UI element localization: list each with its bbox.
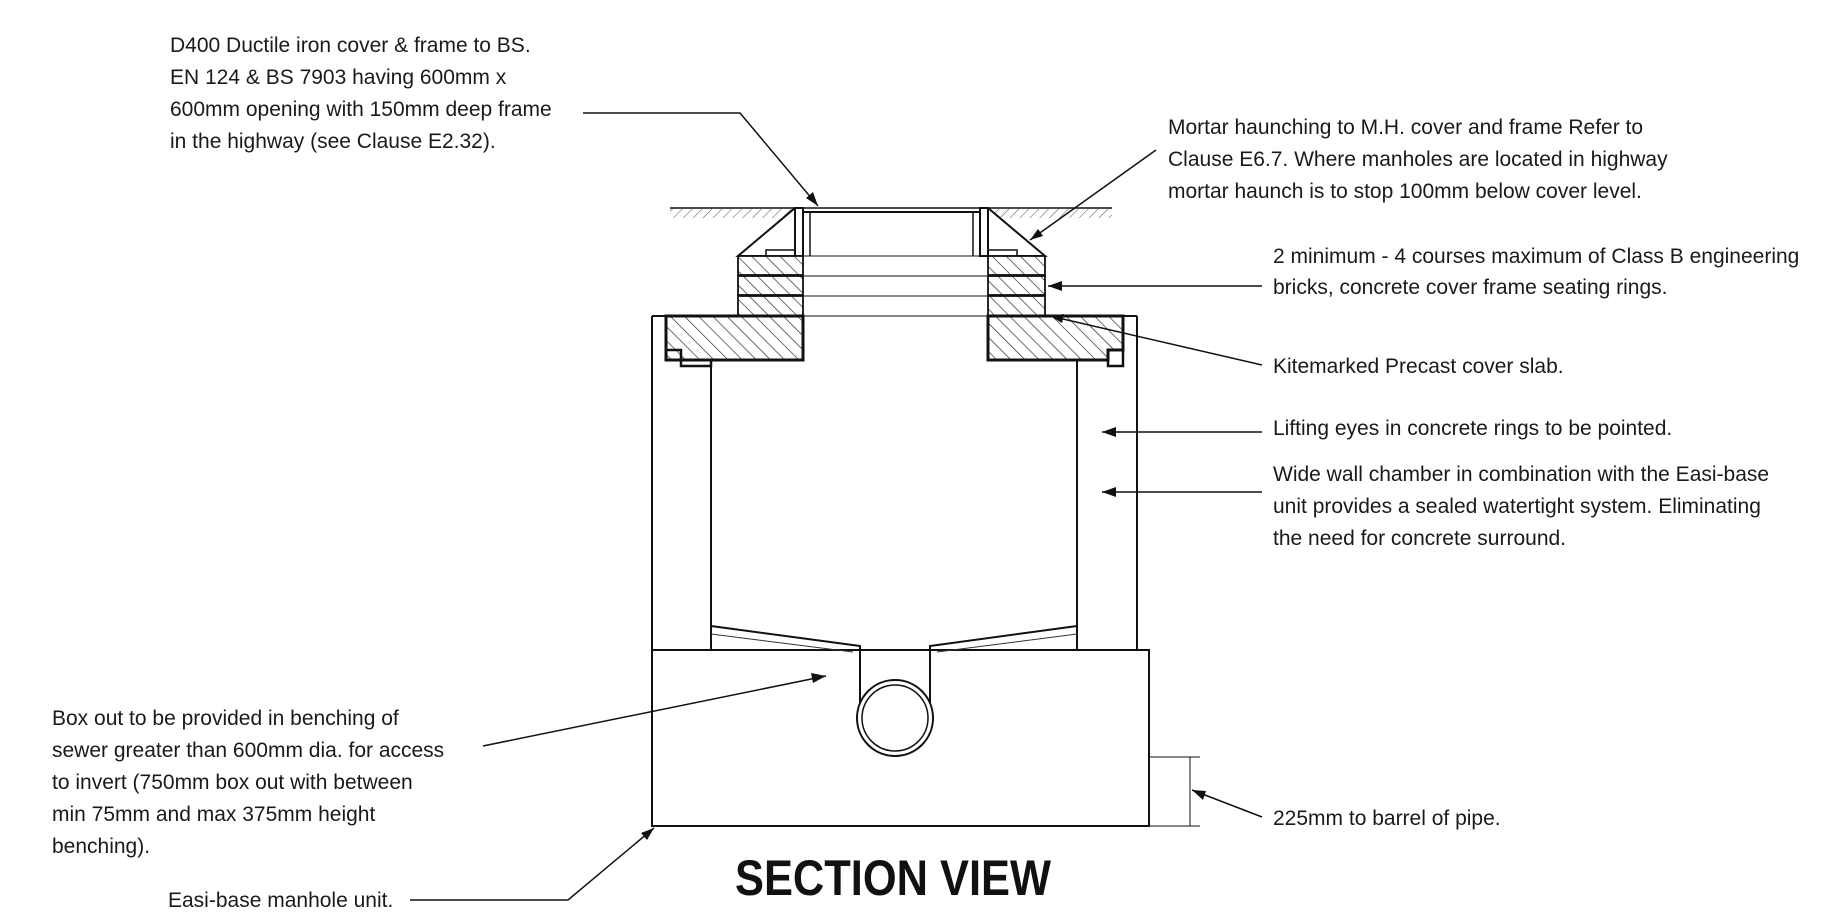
barrel-note: 225mm to barrel of pipe. — [1273, 807, 1501, 830]
ground-surface — [670, 207, 1112, 218]
mortar-haunching-note-line: mortar haunch is to stop 100mm below cov… — [1168, 180, 1642, 203]
brick-courses — [737, 255, 1046, 317]
box-out-note-line: to invert (750mm box out with between — [52, 771, 413, 794]
easi-base-unit — [651, 625, 1150, 827]
bricks-note-line: bricks, concrete cover frame seating rin… — [1273, 276, 1668, 299]
bricks-note-line: 2 minimum - 4 courses maximum of Class B… — [1273, 245, 1799, 268]
leader-lines — [410, 112, 1263, 901]
section-view-title: SECTION VIEW — [735, 850, 1052, 906]
cover-frame-note-line: 600mm opening with 150mm deep frame — [170, 98, 552, 121]
wide-wall-note-line: Wide wall chamber in combination with th… — [1273, 463, 1769, 486]
bricks-note: 2 minimum - 4 courses maximum of Class B… — [1273, 245, 1805, 299]
wide-wall-note: Wide wall chamber in combination with th… — [1273, 463, 1775, 550]
box-out-note-line: benching). — [52, 835, 150, 858]
box-out-note-line: Box out to be provided in benching of — [52, 707, 399, 730]
easi-base-note-line: Easi-base manhole unit. — [168, 889, 393, 912]
cover-frame — [794, 207, 989, 257]
precast-cover-slab — [664, 314, 1125, 368]
cover-slab-note-line: Kitemarked Precast cover slab. — [1273, 355, 1564, 378]
lifting-eyes-note-line: Lifting eyes in concrete rings to be poi… — [1273, 417, 1672, 440]
wide-wall-note-line: the need for concrete surround. — [1273, 527, 1566, 550]
box-out-note: Box out to be provided in benching of se… — [52, 707, 450, 858]
cover-frame-note: D400 Ductile iron cover & frame to BS. E… — [170, 34, 558, 153]
cover-frame-note-line: D400 Ductile iron cover & frame to BS. — [170, 34, 531, 57]
cover-slab-note: Kitemarked Precast cover slab. — [1273, 355, 1564, 378]
cover-frame-note-line: in the highway (see Clause E2.32). — [170, 130, 496, 153]
lifting-eyes-note: Lifting eyes in concrete rings to be poi… — [1273, 417, 1672, 440]
box-out-note-line: sewer greater than 600mm dia. for access — [52, 739, 444, 762]
mortar-haunching-note: Mortar haunching to M.H. cover and frame… — [1168, 116, 1673, 203]
box-out-note-line: min 75mm and max 375mm height — [52, 803, 375, 826]
mortar-haunching-note-line: Mortar haunching to M.H. cover and frame… — [1168, 116, 1643, 139]
mortar-haunching — [735, 207, 1048, 257]
chamber-ring — [651, 315, 1138, 650]
wide-wall-note-line: unit provides a sealed watertight system… — [1273, 495, 1761, 518]
cover-frame-note-line: EN 124 & BS 7903 having 600mm x — [170, 66, 507, 89]
easi-base-note: Easi-base manhole unit. — [168, 889, 393, 912]
barrel-dimension — [1149, 756, 1200, 827]
barrel-note-line: 225mm to barrel of pipe. — [1273, 807, 1501, 830]
mortar-haunching-note-line: Clause E6.7. Where manholes are located … — [1168, 148, 1668, 171]
